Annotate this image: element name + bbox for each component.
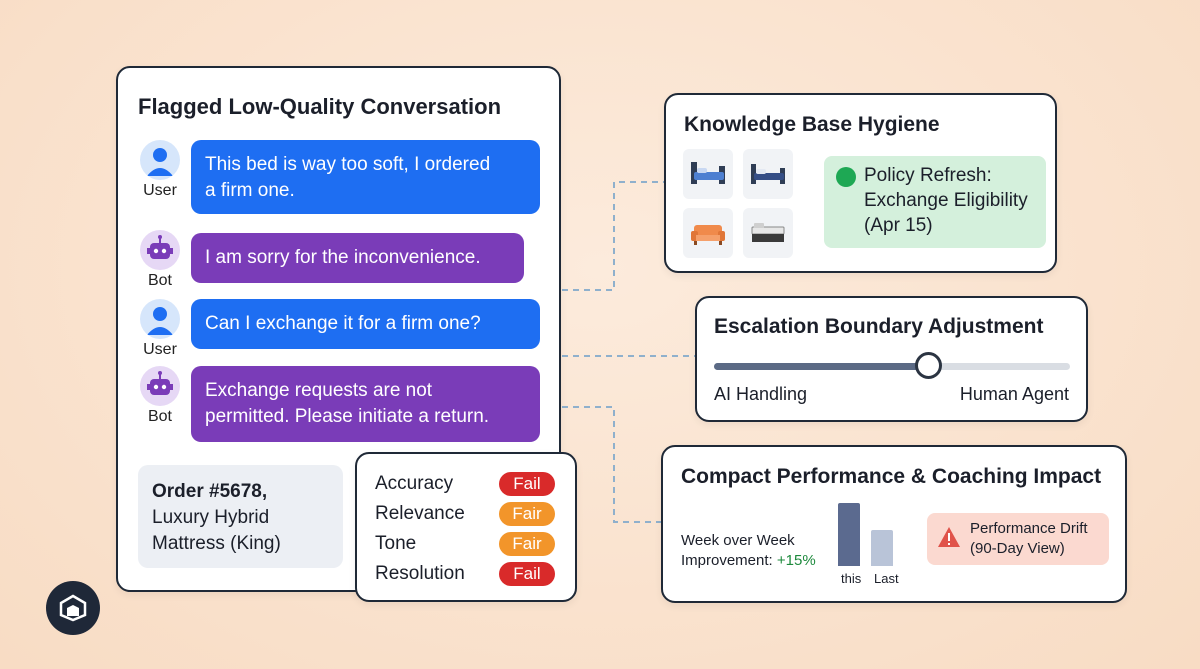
- user-avatar-icon: [140, 299, 180, 339]
- bar-this: [838, 503, 860, 566]
- escalation-slider-track[interactable]: [714, 363, 1070, 370]
- rating-label: Resolution: [375, 563, 465, 584]
- status-badge: Fair: [499, 532, 555, 556]
- order-product: Luxury Hybrid: [152, 507, 270, 528]
- bar-label-this: this: [841, 571, 862, 586]
- status-badge: Fail: [499, 562, 555, 586]
- improvement-value: +15%: [776, 552, 816, 569]
- ai-handling-label: AI Handling: [714, 384, 808, 404]
- bot-avatar-icon: [140, 230, 180, 270]
- message-role: Bot: [147, 272, 172, 289]
- user-message-bubble: This bed is way too soft, I ordered a fi…: [191, 140, 540, 214]
- quality-ratings-card: Accuracy Fail Relevance Fair Tone Fair R…: [355, 452, 577, 602]
- message-role: User: [143, 182, 177, 199]
- rating-label: Accuracy: [375, 473, 454, 494]
- bed-blue-icon[interactable]: [683, 149, 733, 199]
- message-role: User: [143, 341, 177, 358]
- status-badge: Fail: [499, 472, 555, 496]
- bot-avatar-icon: [140, 366, 180, 406]
- bot-message-bubble: Exchange requests are not permitted. Ple…: [191, 366, 540, 442]
- connector-performance: [562, 406, 661, 523]
- order-info: Order #5678, Luxury Hybrid Mattress (Kin…: [138, 465, 343, 568]
- escalation-slider-fill: [714, 363, 928, 370]
- rating-row-tone: Tone Fair: [375, 532, 555, 556]
- bed-navy-icon[interactable]: [743, 149, 793, 199]
- app-logo-icon: [46, 581, 100, 635]
- status-badge: Fair: [499, 502, 555, 526]
- conversation-title: Flagged Low-Quality Conversation: [138, 94, 502, 119]
- performance-drift-alert: Performance Drift (90-Day View): [927, 513, 1109, 565]
- performance-card: Compact Performance & Coaching Impact We…: [661, 445, 1127, 603]
- performance-title: Compact Performance & Coaching Impact: [681, 465, 1102, 488]
- sofa-orange-icon[interactable]: [683, 208, 733, 258]
- user-message-bubble: Can I exchange it for a firm one?: [191, 299, 540, 349]
- mini-bar-chart: [838, 503, 908, 566]
- order-product: Mattress (King): [152, 533, 281, 554]
- escalation-title: Escalation Boundary Adjustment: [714, 315, 1044, 338]
- connector-kb: [562, 181, 664, 291]
- kb-title: Knowledge Base Hygiene: [684, 113, 940, 136]
- warning-icon: [937, 526, 961, 554]
- bar-last: [871, 530, 893, 566]
- bar-label-last: Last: [874, 571, 899, 586]
- rating-row-accuracy: Accuracy Fail: [375, 472, 555, 496]
- escalation-slider-handle[interactable]: [914, 352, 942, 379]
- mattress-icon[interactable]: [743, 208, 793, 258]
- message-role: Bot: [147, 408, 172, 425]
- conversation-card: Flagged Low-Quality Conversation User Th…: [116, 66, 561, 592]
- status-dot-icon: [836, 167, 856, 187]
- human-agent-label: Human Agent: [959, 384, 1069, 404]
- week-over-week-text: Week over Week Improvement: +15%: [681, 532, 816, 569]
- user-avatar-icon: [140, 140, 180, 180]
- rating-row-relevance: Relevance Fair: [375, 502, 555, 526]
- rating-row-resolution: Resolution Fail: [375, 562, 555, 586]
- rating-label: Relevance: [375, 503, 465, 524]
- escalation-card: Escalation Boundary Adjustment AI Handli…: [695, 296, 1088, 422]
- order-id: Order #5678,: [152, 481, 268, 502]
- bot-message-bubble: I am sorry for the inconvenience.: [191, 233, 524, 283]
- knowledge-base-card: Knowledge Base Hygiene Policy Refresh: E…: [664, 93, 1057, 273]
- rating-label: Tone: [375, 533, 417, 554]
- policy-refresh-note: Policy Refresh: Exchange Eligibility (Ap…: [824, 156, 1046, 248]
